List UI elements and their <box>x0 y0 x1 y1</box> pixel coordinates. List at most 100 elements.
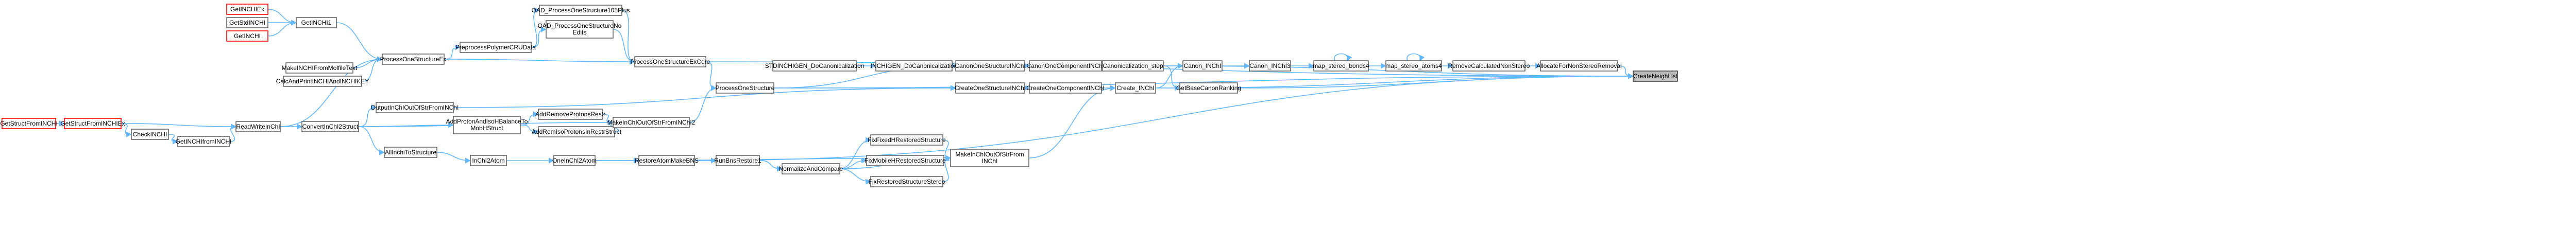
node-map_stereo_atoms4[interactable]: map_stereo_atoms4 <box>1385 60 1442 72</box>
node-box <box>384 147 437 158</box>
node-STDINCHIGEN_DoCanonicalization[interactable]: STDINCHIGEN_DoCanonicalization <box>765 60 865 72</box>
node-label: MakeInChIOutOfStrFromINChI2 <box>607 119 696 126</box>
node-box <box>285 62 353 74</box>
node-box <box>131 129 169 140</box>
edge-map_stereo_bonds4-to-map_stereo_bonds4 <box>1334 53 1352 62</box>
node-label: NormalizeAndCompare <box>779 165 843 172</box>
node-Create_INChI[interactable]: Create_INChI <box>1115 82 1156 94</box>
node-label: AddProtonAndIsoHBalanceTo <box>446 118 528 125</box>
node-MakeInChIOutOfStrFromINChI[interactable]: MakeInChIOutOfStrFromINChI <box>950 149 1029 167</box>
edge-GetINCHI-to-GetINCHI1 <box>267 20 297 37</box>
node-GetINCHI[interactable]: GetINCHI <box>226 30 268 42</box>
node-box <box>235 121 281 132</box>
node-CreateOneStructureINChI[interactable]: CreateOneStructureINChI <box>955 82 1026 94</box>
node-box <box>226 30 268 42</box>
node-MakeINCHIFromMolfileText[interactable]: MakeINCHIFromMolfileText <box>282 62 358 74</box>
node-ConvertInChI2Struct[interactable]: ConvertInChI2Struct <box>301 121 359 132</box>
node-label: Canon_INChI3 <box>1249 62 1291 69</box>
node-ProcessOneStructureEx[interactable]: ProcessOneStructureEx <box>380 54 447 65</box>
node-PreprocessPolymerCRUData[interactable]: PreprocessPolymerCRUData <box>455 42 536 53</box>
node-label: CanonOneComponentINChI <box>1027 62 1105 69</box>
node-box <box>716 82 774 94</box>
node-CreateNeighList[interactable]: CreateNeighList <box>1633 71 1678 82</box>
edge-GetINCHI1-to-ProcessOneStructureEx <box>336 22 383 62</box>
node-CanonOneComponentINChI[interactable]: CanonOneComponentINChI <box>1027 60 1105 72</box>
node-label: OneInChI2Atom <box>552 157 597 164</box>
node-label: RunBnsRestore1 <box>714 157 761 164</box>
node-box <box>453 116 521 134</box>
node-box <box>1249 60 1291 72</box>
node-CreateOneComponentINChI[interactable]: CreateOneComponentINChI <box>1026 82 1105 94</box>
edge-ProcessOneStructure-to-CreateNeighList <box>773 73 1634 89</box>
node-Canon_INChI[interactable]: Canon_INChI <box>1182 60 1223 72</box>
node-OneInChI2Atom[interactable]: OneInChI2Atom <box>552 155 597 166</box>
node-GetStructFromINCHI[interactable]: GetStructFromINCHI <box>0 118 58 129</box>
node-label: FixFixedHRestoredStructure <box>868 136 946 144</box>
node-INCHIGEN_DoCanonicalization[interactable]: INCHIGEN_DoCanonicalization <box>871 60 958 72</box>
node-label: AllInchiToStructure <box>385 149 436 156</box>
edge-GetStructFromINCHIEx-to-ReadWriteInChI <box>121 123 237 130</box>
node-label: GetINCHI <box>234 32 261 40</box>
node-CheckINCHI[interactable]: CheckINCHI <box>131 129 169 140</box>
node-label: ProcessOneStructure <box>716 84 775 92</box>
node-box <box>870 176 943 187</box>
node-GetStdINCHI[interactable]: GetStdINCHI <box>226 17 268 28</box>
edge-NormalizeAndCompare-to-FixFixedHRestoredStructure <box>839 137 872 169</box>
node-label: ConvertInChI2Struct <box>302 123 359 130</box>
node-AllocateForNonStereoRemoval[interactable]: AllocateForNonStereoRemoval <box>1536 60 1622 72</box>
edges-layer <box>56 7 1634 185</box>
node-label: CheckINCHI <box>133 131 167 138</box>
node-ProcessOneStructure[interactable]: ProcessOneStructure <box>716 82 775 94</box>
node-label: MakeINCHIFromMolfileText <box>282 64 358 72</box>
node-label: CalcAndPrintINCHIAndINCHIKEY <box>276 78 369 85</box>
node-RunBnsRestore1[interactable]: RunBnsRestore1 <box>714 155 761 166</box>
node-label: CreateOneStructureINChI <box>955 84 1026 92</box>
node-Canon_INChI3[interactable]: Canon_INChI3 <box>1249 60 1291 72</box>
node-AddRemoveProtonsRestr[interactable]: AddRemoveProtonsRestr <box>535 109 605 120</box>
node-MakeInChIOutOfStrFromINChI2[interactable]: MakeInChIOutOfStrFromINChI2 <box>607 117 696 128</box>
node-ProcessOneStructureExCore[interactable]: ProcessOneStructureExCore <box>631 56 710 67</box>
node-Canonicalization_step[interactable]: Canonicalization_step <box>1102 60 1164 72</box>
node-GetINCHIEx[interactable]: GetINCHIEx <box>226 4 268 15</box>
edge-ConvertInChI2Struct-to-AllInchiToStructure <box>358 126 385 155</box>
node-GetStructFromINCHIEx[interactable]: GetStructFromINCHIEx <box>60 118 125 129</box>
node-OAD_ProcessOneStructure105Plus[interactable]: OAD_ProcessOneStructure105Plus <box>532 5 630 16</box>
node-GetINCHIfromINCHI[interactable]: GetINCHIfromINCHI <box>176 136 232 147</box>
node-AllInchiToStructure[interactable]: AllInchiToStructure <box>384 147 437 158</box>
node-box <box>634 56 706 67</box>
node-label: AddRemoveProtonsRestr <box>535 111 605 118</box>
node-FixRestoredStructureStereo[interactable]: FixRestoredStructureStereo <box>869 176 945 187</box>
node-box <box>539 5 622 16</box>
node-CanonOneStructureINChI[interactable]: CanonOneStructureINChI <box>955 60 1026 72</box>
node-OutputInChIOutOfStrFromINChI[interactable]: OutputInChIOutOfStrFromINChI <box>371 102 459 113</box>
node-label: Create_INChI <box>1116 84 1154 92</box>
node-map_stereo_bonds4[interactable]: map_stereo_bonds4 <box>1313 60 1369 72</box>
node-box <box>177 136 230 147</box>
node-AddRemIsoProtonsInRestrStruct[interactable]: AddRemIsoProtonsInRestrStruct <box>532 126 622 137</box>
node-CalcAndPrintINCHIAndINCHIKEY[interactable]: CalcAndPrintINCHIAndINCHIKEY <box>276 76 369 87</box>
node-FixFixedHRestoredStructure[interactable]: FixFixedHRestoredStructure <box>868 134 946 146</box>
edge-MakeInChIOutOfStrFromINChI2-to-ProcessOneStructure <box>689 85 717 123</box>
node-box <box>460 42 532 53</box>
node-label: GetINCHIEx <box>230 6 264 13</box>
node-ReadWriteInChI[interactable]: ReadWriteInChI <box>235 121 281 132</box>
node-label: OAD_ProcessOneStructure105Plus <box>532 7 630 14</box>
node-FixMobileHRestoredStructure[interactable]: FixMobileHRestoredStructure <box>865 155 946 166</box>
node-InChI2Atom[interactable]: InChI2Atom <box>470 155 507 166</box>
node-box <box>1452 60 1526 72</box>
node-RestoreAtomMakeBNS[interactable]: RestoreAtomMakeBNS <box>635 155 699 166</box>
node-RemoveCalculatedNonStereo[interactable]: RemoveCalculatedNonStereo <box>1448 60 1530 72</box>
edge-MakeINCHIFromMolfileText-to-ProcessOneStructureEx <box>352 56 383 68</box>
node-box <box>376 102 454 113</box>
node-box <box>382 54 445 65</box>
node-label: AddRemIsoProtonsInRestrStruct <box>532 128 622 135</box>
node-box <box>638 155 695 166</box>
node-NormalizeAndCompare[interactable]: NormalizeAndCompare <box>779 163 843 174</box>
node-label: PreprocessPolymerCRUData <box>455 44 536 51</box>
node-box <box>538 109 603 120</box>
node-GetBaseCanonRanking[interactable]: GetBaseCanonRanking <box>1176 82 1241 94</box>
node-GetINCHI1[interactable]: GetINCHI1 <box>296 17 337 28</box>
node-label: map_stereo_atoms4 <box>1385 62 1442 69</box>
